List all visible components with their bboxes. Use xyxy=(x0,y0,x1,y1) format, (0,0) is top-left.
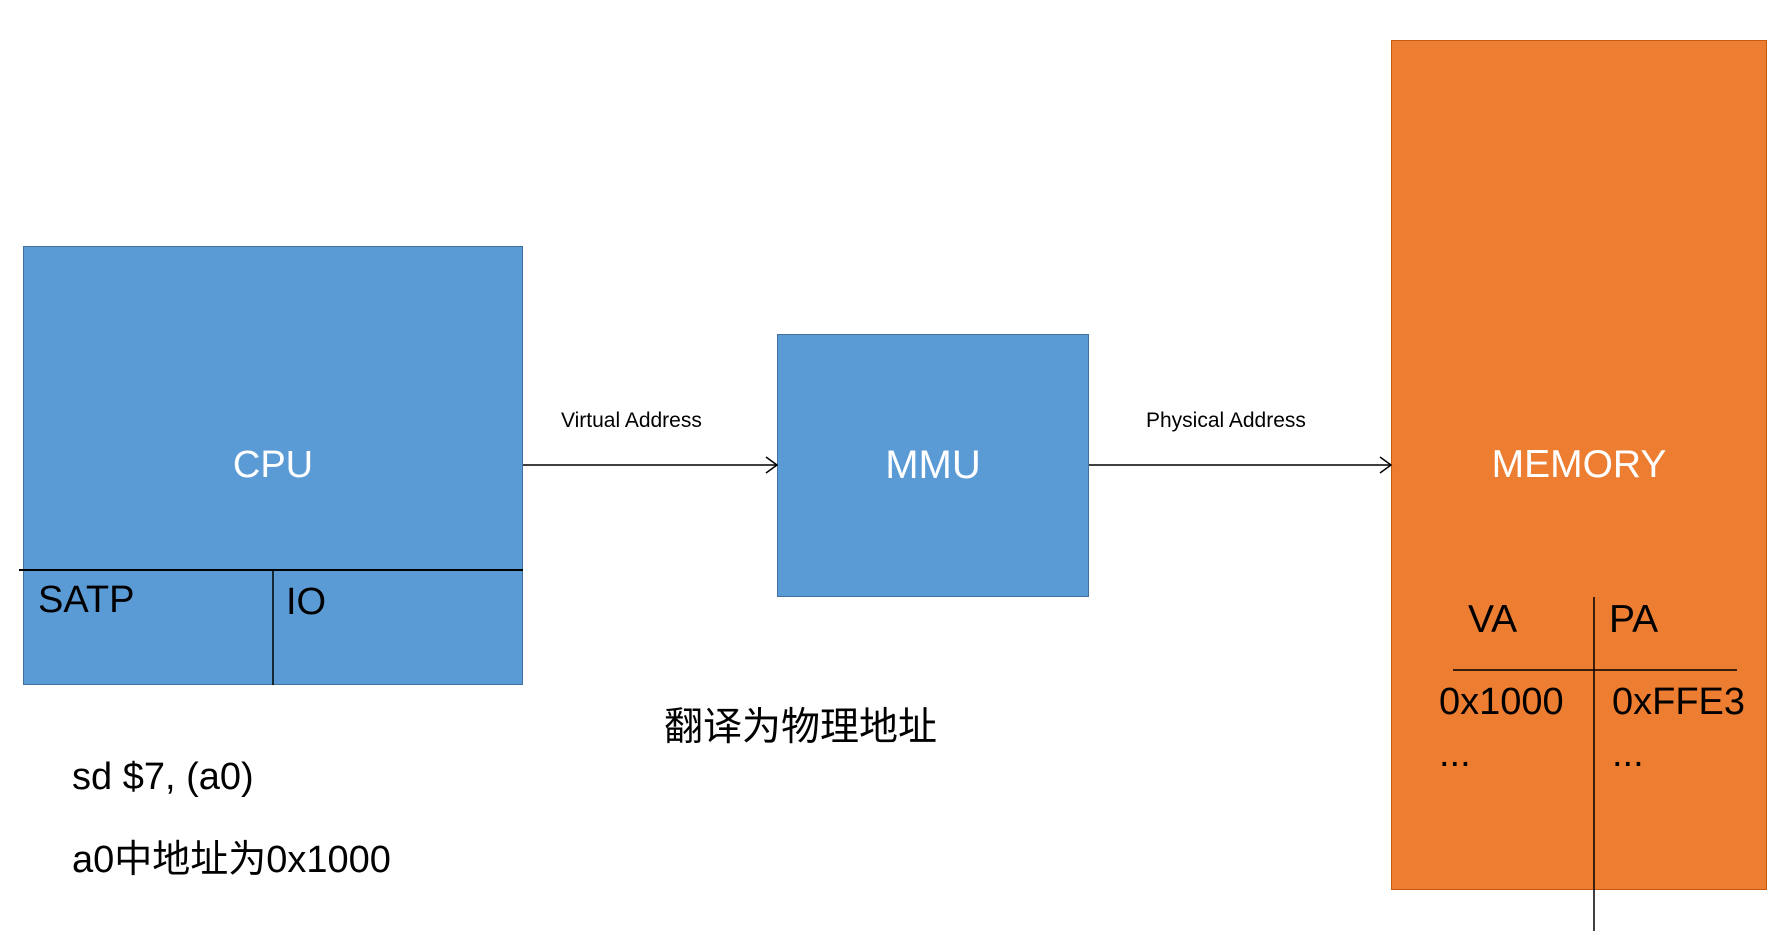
virtual-address-arrow xyxy=(523,456,779,474)
memory-table-cell: 0xFFE3 xyxy=(1612,681,1746,723)
translate-note: 翻译为物理地址 xyxy=(664,705,938,750)
mmu-box xyxy=(777,334,1089,597)
cpu-label: CPU xyxy=(232,444,314,486)
memory-table-cell: ... xyxy=(1612,733,1644,775)
mmu-label: MMU xyxy=(885,443,981,487)
physical-address-arrow xyxy=(1089,456,1393,474)
memory-label: MEMORY xyxy=(1491,443,1667,486)
memory-box xyxy=(1391,40,1767,890)
memory-table-header-pa: PA xyxy=(1609,598,1659,641)
instruction-note: a0中地址为0x1000 xyxy=(72,839,391,881)
physical-address-label: Physical Address xyxy=(1146,409,1306,432)
memory-table-cell: ... xyxy=(1439,733,1471,775)
memory-table-cell: 0x1000 xyxy=(1439,681,1564,723)
satp-register-label: SATP xyxy=(38,579,135,621)
memory-table-header-va: VA xyxy=(1468,598,1518,641)
io-register-label: IO xyxy=(286,581,327,623)
virtual-address-label: Virtual Address xyxy=(561,409,702,432)
instruction-text: sd $7, (a0) xyxy=(72,756,254,798)
